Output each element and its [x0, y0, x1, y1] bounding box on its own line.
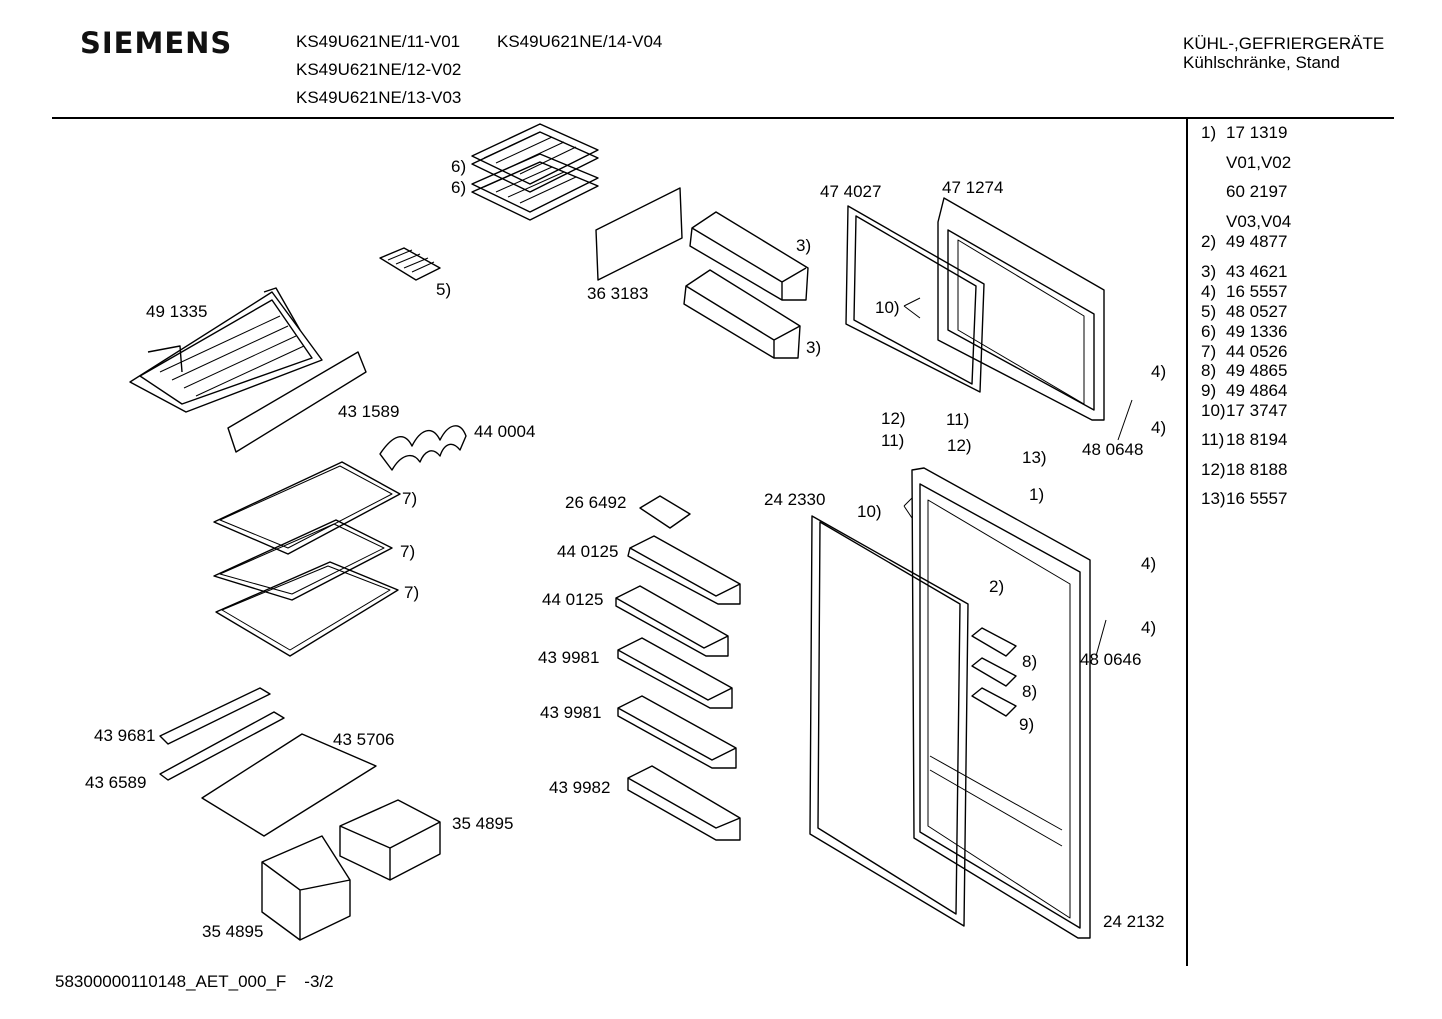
ref-callout: 10): [875, 298, 900, 317]
ref-callout: 4): [1141, 554, 1157, 573]
part-label: 48 0648: [1082, 440, 1144, 459]
part-label: 24 2132: [1103, 912, 1165, 931]
door-rack-part: [684, 212, 808, 358]
document-id: 58300000110148_AET_000_F-3/2: [55, 972, 334, 991]
header-divider: [52, 117, 1394, 119]
freezer-grid-part: [472, 124, 598, 220]
legend-row: 4)16 5557: [1201, 282, 1288, 301]
model-number: KS49U621NE/13-V03: [296, 88, 462, 107]
ice-tray-part: [380, 248, 440, 280]
ref-callout: 13): [1022, 448, 1047, 467]
legend-row: 60 2197: [1226, 182, 1288, 201]
part-label: 48 0646: [1080, 650, 1142, 669]
ref-callout: 3): [796, 236, 812, 255]
legend-row: 1)17 1319: [1201, 123, 1288, 142]
model-number: KS49U621NE/11-V01: [296, 32, 461, 51]
ref-callout: 6): [451, 157, 467, 176]
ref-callout: 1): [1029, 485, 1045, 504]
fridge-door-part: [810, 468, 1090, 938]
legend-row: 8)49 4865: [1201, 361, 1288, 380]
ref-callout: 11): [881, 431, 905, 450]
ref-callout: 7): [404, 583, 420, 602]
panel-part: [596, 188, 682, 280]
legend-row: V01,V02: [1226, 153, 1292, 172]
ref-callout: 11): [946, 410, 970, 429]
part-label: 43 1589: [338, 402, 400, 421]
leader-lines: [904, 298, 1132, 656]
category-subtitle: Kühlschränke, Stand: [1183, 53, 1340, 72]
part-label: 44 0125: [542, 590, 604, 609]
ref-callout: 7): [402, 489, 418, 508]
part-label: 47 1274: [942, 178, 1004, 197]
part-label: 35 4895: [202, 922, 264, 941]
legend-row: 12)18 8188: [1201, 460, 1288, 479]
ref-callout: 4): [1141, 618, 1157, 637]
exploded-parts-drawing: [0, 0, 1180, 970]
freezer-drawer-part: [130, 288, 322, 412]
legend-row: 11)18 8194: [1201, 430, 1288, 449]
ref-callout: 4): [1151, 418, 1167, 437]
legend-row: 6)49 1336: [1201, 322, 1288, 341]
legend-divider: [1186, 118, 1188, 966]
ref-callout: 7): [400, 542, 416, 561]
door-bin-part: [616, 536, 740, 840]
part-label: 44 0125: [557, 542, 619, 561]
model-number: KS49U621NE/14-V04: [497, 32, 663, 51]
ref-callout: 12): [881, 409, 906, 428]
legend-row: 9)49 4864: [1201, 381, 1288, 400]
ref-callout: 8): [1022, 652, 1038, 671]
ref-callout: 2): [989, 577, 1005, 596]
part-label: 35 4895: [452, 814, 514, 833]
part-label: 44 0004: [474, 422, 536, 441]
part-label: 43 9681: [94, 726, 156, 745]
legend-row: 5)48 0527: [1201, 302, 1288, 321]
part-label: 43 9982: [549, 778, 611, 797]
egg-tray-part: [640, 496, 690, 528]
drawer-front-part: [228, 352, 366, 452]
part-label: 43 9981: [538, 648, 600, 667]
crisper-bin-part: [262, 800, 440, 940]
legend-row: 3)43 4621: [1201, 262, 1288, 281]
part-label: 36 3183: [587, 284, 649, 303]
ref-callout: 3): [806, 338, 822, 357]
part-label: 43 9981: [540, 703, 602, 722]
part-label: 43 6589: [85, 773, 147, 792]
part-label: 26 6492: [565, 493, 627, 512]
ref-callout: 5): [436, 280, 452, 299]
legend-row: 10)17 3747: [1201, 401, 1288, 420]
ref-callout: 4): [1151, 362, 1167, 381]
category-title: KÜHL-,GEFRIERGERÄTE: [1183, 34, 1385, 53]
ref-callout: 6): [451, 178, 467, 197]
part-label: 49 1335: [146, 302, 208, 321]
legend-row: 7)44 0526: [1201, 342, 1288, 361]
part-label: 24 2330: [764, 490, 826, 509]
part-label: 43 5706: [333, 730, 395, 749]
legend-row: V03,V04: [1226, 212, 1292, 231]
bottle-holder-part: [380, 426, 466, 470]
ref-callout: 10): [857, 502, 882, 521]
ref-callout: 12): [947, 436, 972, 455]
page-number: -3/2: [304, 972, 334, 991]
glass-shelf-part: [214, 462, 400, 656]
brand-logo: SIEMENS: [80, 26, 233, 60]
ref-callout: 9): [1019, 715, 1035, 734]
freezer-door-part: [846, 198, 1104, 420]
legend-row: 2)49 4877: [1201, 232, 1288, 251]
small-rack-part: [972, 628, 1016, 716]
ref-callout: 8): [1022, 682, 1038, 701]
legend-row: 13)16 5557: [1201, 489, 1288, 508]
crisper-cover-part: [160, 688, 376, 836]
part-label: 47 4027: [820, 182, 882, 201]
model-number: KS49U621NE/12-V02: [296, 60, 462, 79]
